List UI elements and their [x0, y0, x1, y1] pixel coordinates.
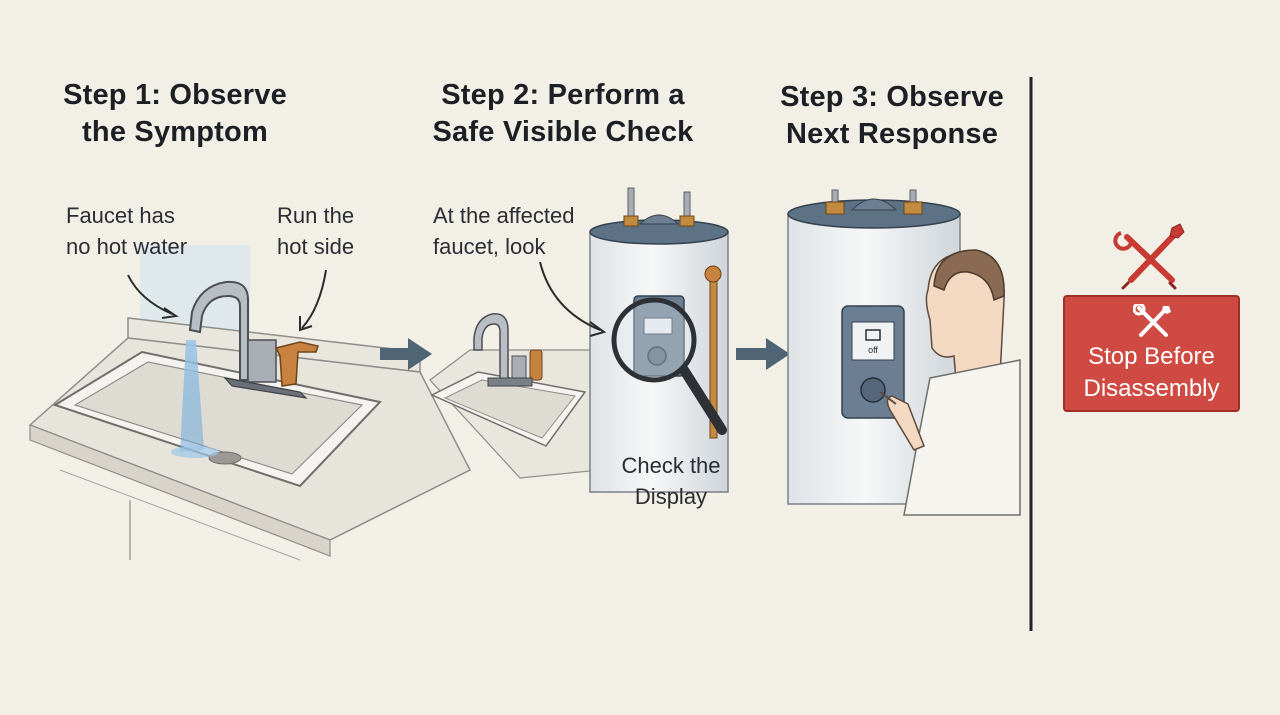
check-illustration — [429, 187, 729, 493]
faucet-symptom-line1: Faucet has — [66, 203, 175, 228]
faucet-symptom-line2: no hot water — [66, 234, 188, 259]
step1-title-line1: Step 1: Observe — [63, 79, 287, 111]
step2-title: Step 2: Perform a Safe Visible Check — [428, 77, 698, 151]
affected-faucet-label: At the affected faucet, look — [433, 200, 574, 262]
check-display-label: Check the Display — [612, 450, 730, 512]
run-hot-label: Run the hot side — [277, 200, 354, 262]
response-illustration — [787, 189, 1021, 516]
step1-title-line2: the Symptom — [82, 116, 268, 148]
sink-illustration — [28, 245, 472, 561]
tools-icon — [1133, 304, 1171, 337]
affected-faucet-line1: At the affected — [433, 203, 575, 228]
check-display-line1: Check the — [621, 453, 721, 478]
display-readout: off — [868, 345, 878, 355]
affected-faucet-line2: faucet, look — [433, 234, 546, 259]
step3-title-line1: Step 3: Observe — [780, 81, 1004, 113]
stop-before-disassembly-box: Stop Before Disassembly — [1063, 295, 1240, 412]
magnifier-icon — [611, 297, 727, 435]
step2-title-line1: Step 2: Perform a — [441, 79, 685, 111]
step3-title-line2: Next Response — [785, 118, 999, 150]
arrow-right-icon — [736, 338, 790, 370]
stop-box-text: Stop Before Disassembly — [1065, 341, 1238, 405]
stop-box-line1: Stop Before — [1088, 343, 1215, 370]
no-tools-icon — [1113, 223, 1185, 290]
step1-title: Step 1: Observe the Symptom — [62, 77, 288, 151]
step3-title: Step 3: Observe Next Response — [774, 79, 1010, 153]
check-display-line2: Display — [634, 484, 708, 509]
stop-box-line2: Disassembly — [1083, 375, 1220, 402]
run-hot-line1: Run the — [277, 203, 355, 228]
run-hot-line2: hot side — [277, 234, 355, 259]
arrow-right-icon — [380, 338, 432, 370]
step2-title-line2: Safe Visible Check — [432, 116, 694, 148]
faucet-symptom-label: Faucet has no hot water — [66, 200, 187, 262]
